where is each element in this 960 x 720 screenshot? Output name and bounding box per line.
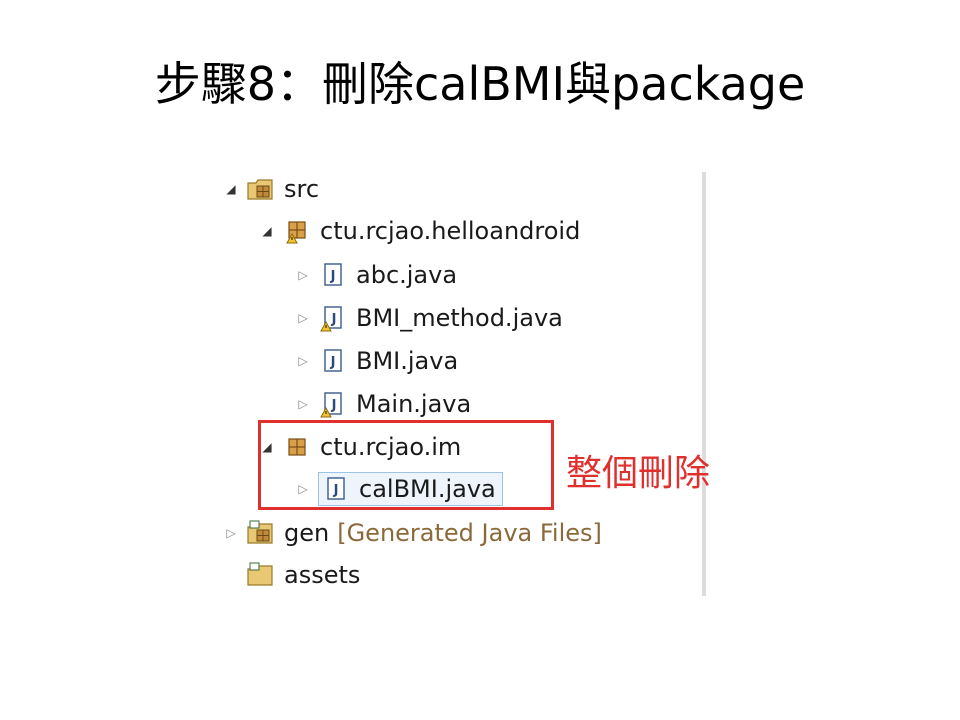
tree-item-package-im[interactable]: ◢ ctu.rcjao.im bbox=[256, 430, 461, 464]
expand-toggle-icon[interactable]: ◢ bbox=[262, 224, 272, 238]
no-toggle-spacer bbox=[220, 558, 242, 592]
tree-item-label: abc.java bbox=[356, 261, 458, 289]
tree-item-abc-java[interactable]: ▷ J abc.java bbox=[292, 258, 457, 292]
svg-text:J: J bbox=[333, 483, 339, 498]
tree-item-bmi-method-java[interactable]: ▷ J BMI_method.java bbox=[292, 301, 563, 335]
expand-toggle-icon[interactable]: ◢ bbox=[226, 182, 236, 196]
svg-text:J: J bbox=[330, 355, 336, 370]
java-file-icon: J bbox=[321, 474, 351, 504]
collapse-toggle-icon[interactable]: ▷ bbox=[298, 482, 308, 496]
page-title: 步驟8：刪除calBMI與package bbox=[154, 57, 806, 111]
collapse-toggle-icon[interactable]: ▷ bbox=[298, 268, 308, 282]
tree-item-bmi-java[interactable]: ▷ J BMI.java bbox=[292, 344, 458, 378]
collapse-toggle-icon[interactable]: ▷ bbox=[298, 397, 308, 411]
tree-item-label: src bbox=[284, 175, 320, 203]
package-icon bbox=[282, 216, 312, 246]
tree-item-label: assets bbox=[284, 561, 361, 589]
tree-item-assets[interactable]: assets bbox=[220, 558, 360, 592]
java-file-icon: J bbox=[318, 260, 348, 290]
expand-toggle-icon[interactable]: ◢ bbox=[262, 440, 272, 454]
java-file-warning-icon: J bbox=[318, 389, 348, 419]
tree-item-label: ctu.rcjao.helloandroid bbox=[320, 217, 581, 245]
package-icon bbox=[282, 432, 312, 462]
source-folder-icon bbox=[246, 518, 276, 548]
tree-scrollbar[interactable] bbox=[702, 172, 706, 596]
tree-item-label: ctu.rcjao.im bbox=[320, 433, 462, 461]
svg-text:J: J bbox=[331, 398, 337, 413]
tree-item-label: calBMI.java bbox=[359, 475, 496, 503]
folder-icon bbox=[246, 560, 276, 590]
tree-item-decoration: [Generated Java Files] bbox=[337, 519, 602, 547]
tree-item-package-helloandroid[interactable]: ◢ ctu.rcjao.helloandroid bbox=[256, 214, 580, 248]
highlight-box bbox=[258, 420, 554, 510]
java-file-icon: J bbox=[318, 346, 348, 376]
tree-item-calbmi-java[interactable]: ▷ J calBMI.java bbox=[292, 472, 503, 506]
tree-item-gen[interactable]: ▷ gen [Generated Java Files] bbox=[220, 516, 602, 550]
tree-item-label: BMI_method.java bbox=[356, 304, 563, 332]
collapse-toggle-icon[interactable]: ▷ bbox=[298, 354, 308, 368]
tree-item-label: gen bbox=[284, 519, 330, 547]
source-folder-icon bbox=[246, 174, 276, 204]
svg-text:J: J bbox=[330, 269, 336, 284]
tree-item-main-java[interactable]: ▷ J Main.java bbox=[292, 387, 471, 421]
collapse-toggle-icon[interactable]: ▷ bbox=[226, 526, 236, 540]
java-file-warning-icon: J bbox=[318, 303, 348, 333]
collapse-toggle-icon[interactable]: ▷ bbox=[298, 311, 308, 325]
tree-item-label: BMI.java bbox=[356, 347, 459, 375]
delete-annotation: 整個刪除 bbox=[566, 453, 711, 494]
tree-item-src[interactable]: ◢ src bbox=[220, 172, 319, 206]
svg-text:J: J bbox=[331, 312, 337, 327]
selected-item-box[interactable]: J calBMI.java bbox=[318, 472, 503, 506]
tree-item-label: Main.java bbox=[356, 390, 472, 418]
